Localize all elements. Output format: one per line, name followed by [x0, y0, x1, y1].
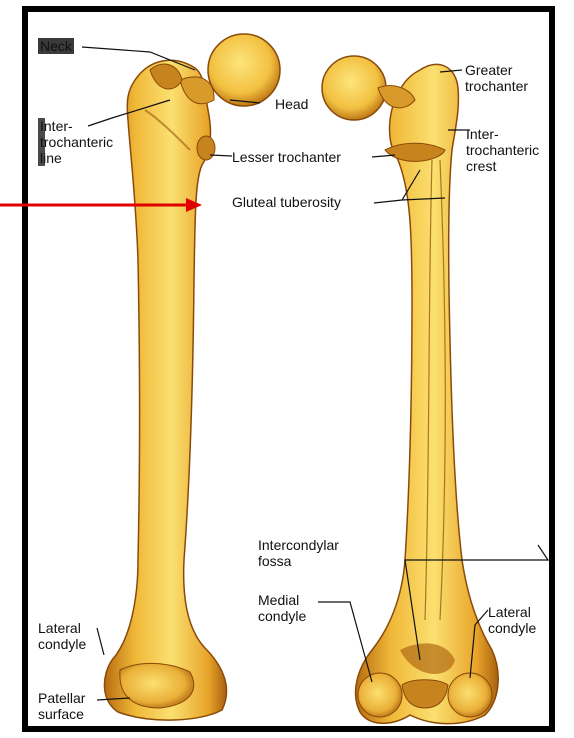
anterior-femur — [104, 34, 280, 720]
label-lateral-condyle-right: Lateral condyle — [488, 604, 536, 636]
label-patellar-surface: Patellar surface — [38, 690, 85, 722]
label-head: Head — [275, 96, 308, 112]
label-lateral-condyle-left: Lateral condyle — [38, 620, 86, 652]
label-intertrochanteric-line: Inter- trochanteric line — [38, 118, 113, 166]
label-intercondylar-fossa: Intercondylar fossa — [258, 537, 339, 569]
label-neck: Neck — [38, 38, 74, 54]
label-intertrochanteric-crest: Inter- trochanteric crest — [466, 126, 539, 174]
label-greater-trochanter: Greater trochanter — [465, 62, 528, 94]
label-gluteal-tuberosity: Gluteal tuberosity — [232, 194, 341, 210]
label-medial-condyle: Medial condyle — [258, 592, 306, 624]
label-lesser-trochanter: Lesser trochanter — [232, 149, 341, 165]
